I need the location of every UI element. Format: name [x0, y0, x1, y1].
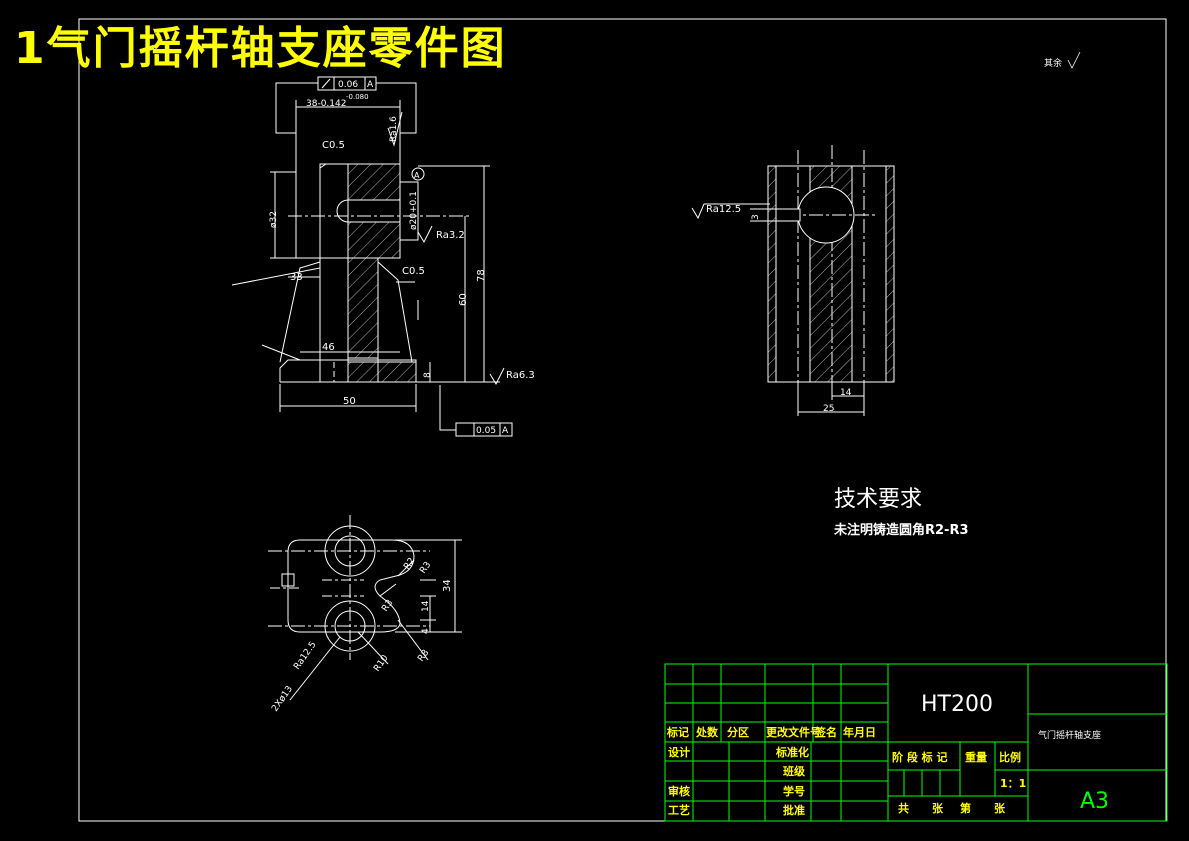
- part-name-label: 气门摇杆轴支座: [1038, 729, 1101, 741]
- radius-r3-outer-label: R3: [418, 560, 433, 576]
- side-dim-25-label: 25: [823, 404, 834, 414]
- header-count: 处数: [695, 725, 719, 739]
- header-change-doc: 更改文件号: [766, 725, 821, 739]
- plan-view: [268, 515, 462, 701]
- header-date: 年月日: [843, 725, 876, 739]
- material-label: HT200: [921, 692, 993, 717]
- roughness-hole-label: Ra12.5: [706, 204, 741, 215]
- tolerance-bottom-value: 0.05: [476, 426, 496, 436]
- sheet-size-label: A3: [1080, 789, 1109, 814]
- corner-roughness-note: 其余: [1044, 51, 1081, 69]
- dim-33-label: 33: [290, 272, 303, 283]
- radius-r8-label: R8: [416, 648, 431, 664]
- title-block-text: HT200 气门摇杆轴支座 A3 1：1 标记 处数 分区 更改文件号 签名 年…: [666, 692, 1109, 817]
- front-view: [231, 76, 513, 437]
- roughness-symbol-icon: [1067, 51, 1081, 69]
- dim-60-label: 60: [458, 293, 469, 306]
- page-title: 1气门摇杆轴支座零件图: [14, 23, 507, 74]
- dim-78-label: 78: [476, 269, 487, 282]
- sheet-no-label: 第: [960, 801, 971, 815]
- side-view: [691, 145, 895, 416]
- stage-mark-label: 阶 段 标 记: [892, 750, 948, 764]
- tolerance-top-value: 0.06: [338, 80, 358, 90]
- plan-dim-34-label: 34: [442, 579, 453, 592]
- datum-a-label: A: [414, 171, 420, 180]
- header-mark: 标记: [666, 725, 689, 739]
- front-view-labels: 0.06 A -0.080 38-0.142 C0.5 Ra1.6 A ø32 …: [269, 80, 535, 436]
- dim-dia32-label: ø32: [269, 211, 279, 228]
- sheet-no-unit-label: 张: [994, 801, 1006, 815]
- title-block: [664, 663, 1168, 822]
- roughness-base-label: Ra6.3: [506, 370, 535, 381]
- review-label: 审核: [668, 784, 690, 798]
- header-zone: 分区: [727, 725, 749, 739]
- weight-label: 重量: [965, 750, 987, 764]
- process-label: 工艺: [668, 803, 690, 817]
- runout-icon: [321, 78, 331, 89]
- tech-requirements-line1: 未注明铸造圆角R2-R3: [833, 522, 969, 538]
- scale-value: 1：1: [1000, 777, 1026, 790]
- roughness-holes-label: Ra12.5: [292, 640, 318, 672]
- plan-dim-4-label: 4: [421, 628, 431, 634]
- tolerance-bottom-datum: A: [502, 426, 509, 436]
- tech-requirements-heading: 技术要求: [834, 487, 922, 512]
- sheets-unit-label: 张: [932, 801, 944, 815]
- dim-3-label: 3: [751, 214, 761, 220]
- chamfer-mid-label: C0.5: [402, 266, 425, 277]
- side-dim-14-label: 14: [840, 388, 852, 398]
- design-label: 设计: [668, 745, 690, 759]
- dim-38-upper-deviation: -0.080: [346, 93, 369, 101]
- chamfer-top-label: C0.5: [322, 140, 345, 151]
- dim-bore-label: ø20+0.1: [409, 191, 419, 230]
- dim-46-label: 46: [322, 342, 335, 353]
- approve-label: 批准: [783, 803, 805, 817]
- roughness-top-label: Ra1.6: [389, 116, 399, 142]
- class-label: 班级: [783, 764, 806, 778]
- dim-38-main: 38-0.142: [306, 99, 346, 109]
- plan-dim-14-label: 14: [421, 600, 431, 612]
- side-view-labels: Ra12.5 3 14 25: [706, 204, 852, 414]
- header-sign: 签名: [814, 725, 837, 739]
- dim-50-label: 50: [343, 396, 356, 407]
- dim-8-label: 8: [423, 372, 433, 378]
- drawing-border: [78, 18, 1167, 822]
- radius-r3-inner-label: R3: [380, 598, 395, 614]
- roughness-bore-label: Ra3.2: [436, 230, 465, 241]
- ratio-label: 比例: [999, 750, 1021, 764]
- sheets-total-label: 共: [898, 801, 909, 815]
- student-no-label: 学号: [783, 784, 805, 798]
- standard-label: 标准化: [775, 745, 809, 759]
- tech-requirements: 技术要求 未注明铸造圆角R2-R3: [833, 487, 969, 538]
- corner-note-text: 其余: [1044, 57, 1062, 69]
- tolerance-top-datum: A: [367, 80, 374, 90]
